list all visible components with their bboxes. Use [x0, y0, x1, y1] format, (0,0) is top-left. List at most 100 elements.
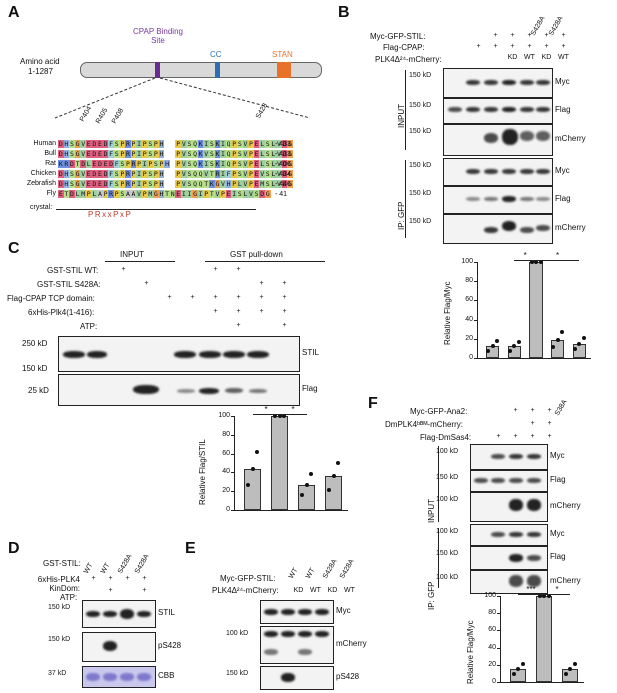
panel-label-e: E [185, 540, 196, 557]
b-y-axis [477, 262, 478, 358]
b-blot-strip [443, 158, 553, 186]
b-bar [529, 262, 543, 358]
c-blot-label: STIL [302, 348, 319, 357]
seq-end-rat: - 406 [275, 161, 291, 168]
c-sign: + [282, 280, 287, 287]
c-sign: + [236, 308, 241, 315]
d-sign: + [142, 575, 147, 582]
e-kd-label: WT [310, 587, 321, 594]
c-point [255, 450, 259, 455]
b-sign: KD [507, 54, 518, 61]
c-band [63, 351, 85, 358]
seq-end-zebrafish: - 446 [275, 181, 291, 188]
b-band [466, 80, 480, 85]
c-y-tick-label: 60 [222, 449, 230, 457]
panel-label-a: A [8, 4, 20, 21]
species-rat: Rat [45, 160, 56, 167]
f-ip-bracket [438, 528, 439, 588]
f-y-tick-label: 0 [492, 678, 496, 685]
f-y-tick-label: 80 [488, 609, 496, 617]
b-point [486, 348, 491, 353]
f-y-tick [497, 596, 500, 597]
b-sign: + [493, 32, 498, 39]
d-row-stil: GST-STIL: [43, 559, 81, 568]
b-band [502, 169, 516, 174]
f-mw-label: 100 kD [436, 448, 459, 455]
b-y-tick-label: 100 [461, 258, 473, 265]
c-mw-25: 25 kD [28, 386, 49, 395]
f-sign: + [513, 433, 518, 440]
b-band [484, 133, 498, 143]
c-point [331, 474, 336, 479]
b-mw-label: 150 kD [409, 190, 432, 197]
b-point [529, 260, 534, 264]
f-y-tick-label: 100 [484, 592, 496, 599]
cpap-site-marker [155, 62, 160, 78]
f-blot-label: Flag [550, 475, 566, 484]
f-row-plk4: DmPLK4ᵇᴮᴹ-mCherry: [385, 420, 463, 429]
f-y-tick-label: 20 [488, 660, 496, 668]
e-band [264, 649, 278, 655]
stan-label: STAN [272, 50, 293, 59]
b-band [466, 107, 480, 112]
c-y-tick [231, 510, 234, 511]
b-point [572, 347, 577, 352]
amino-range-label: 1-1287 [28, 67, 53, 76]
c-sign: + [236, 266, 241, 273]
b-sign: + [561, 43, 566, 50]
b-point [516, 339, 521, 344]
c-row-atp: ATP: [80, 322, 98, 331]
b-blot-strip [443, 214, 553, 244]
f-sig-label: * [555, 585, 559, 594]
panel-label-c: C [8, 240, 20, 257]
e-row-plk4: PLK4Δ²⁴-mCherry: [212, 586, 279, 595]
f-blot-strip [470, 444, 548, 470]
b-blot-label: mCherry [555, 223, 586, 232]
f-blot-label: Myc [550, 451, 565, 460]
d-band [103, 673, 117, 681]
b-blot-strip [443, 124, 553, 156]
species-zebrafish: Zebrafish [26, 180, 56, 187]
e-band [315, 631, 329, 637]
c-y-tick-label: 80 [222, 430, 230, 438]
b-sign: + [561, 32, 566, 39]
f-mw-label: 150 kD [436, 550, 459, 557]
d-sign: + [91, 575, 96, 582]
stil-protein-bar [80, 62, 322, 78]
f-y-tick [497, 613, 500, 615]
b-sign: WT [524, 54, 535, 61]
e-blot-label: mCherry [336, 639, 367, 648]
d-blot-label: CBB [158, 671, 175, 680]
f-band [509, 532, 523, 537]
c-sign: + [213, 308, 218, 315]
f-ip-label: IP: GFP [427, 581, 436, 610]
c-bar [298, 484, 315, 510]
c-band [177, 389, 195, 393]
d-blot-label: STIL [158, 608, 175, 617]
f-blot-label: mCherry [550, 576, 581, 585]
c-band [199, 351, 221, 358]
f-band [491, 478, 505, 483]
d-band [86, 673, 100, 681]
b-y-tick-label: 40 [465, 315, 473, 323]
f-sign: + [547, 433, 552, 440]
c-point [250, 466, 255, 471]
b-point [551, 345, 556, 350]
f-band [527, 478, 541, 483]
d-blot-label: pS428 [158, 641, 182, 650]
f-mw-label: 100 kD [436, 528, 459, 535]
f-row-ana2: Myc-GFP-Ana2: [410, 407, 468, 416]
b-band [484, 197, 498, 201]
b-band [502, 221, 516, 231]
c-sign: + [167, 294, 172, 301]
f-sign: + [530, 433, 535, 440]
b-band [520, 80, 534, 85]
d-band [120, 673, 134, 681]
b-sign: + [527, 32, 532, 39]
d-blot-strip [82, 632, 156, 662]
